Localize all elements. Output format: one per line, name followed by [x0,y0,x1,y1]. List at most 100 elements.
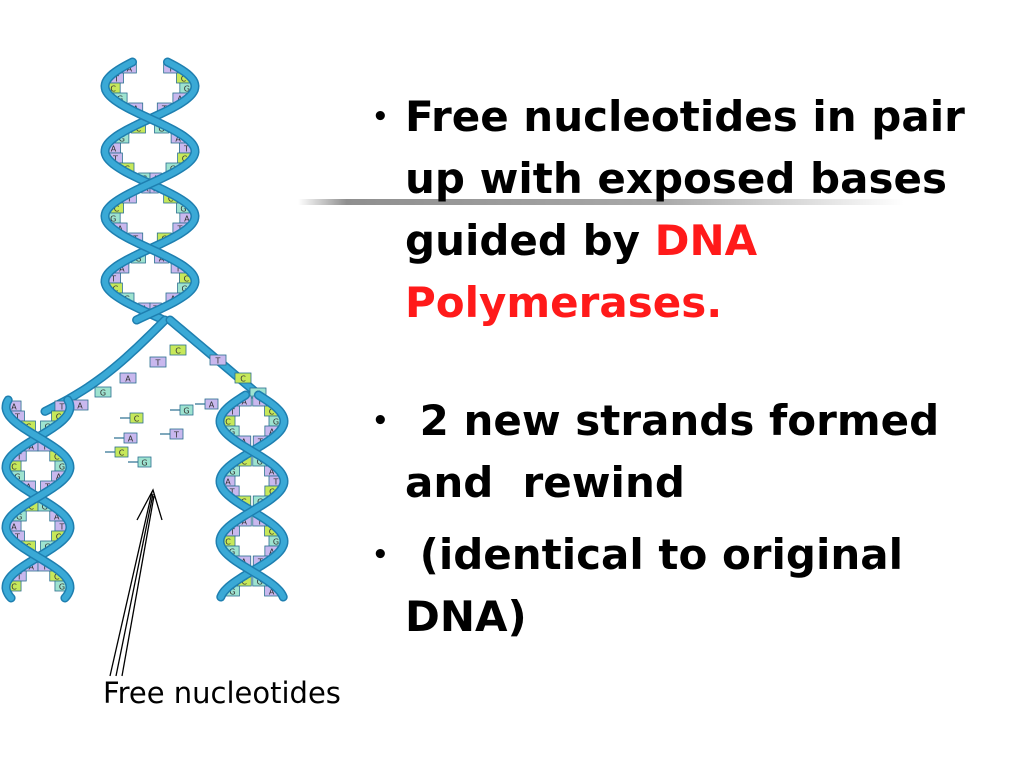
base-block [234,372,252,384]
base-letter: T [155,359,161,368]
base-letter: A [11,403,17,412]
base-letter: T [175,265,181,274]
base-letter: T [41,563,47,572]
base-letter: A [56,473,62,482]
base-letter: G [273,538,279,547]
base-letter: A [127,65,133,74]
base-letter: T [273,478,279,487]
base-letter: C [113,285,119,294]
bullet-item: • (identical to original DNA) [372,524,1022,648]
base-letter: C [225,538,231,547]
base-letter: C [11,463,17,472]
base-letter: A [269,588,275,597]
bullet-text: Free nucleotides in pair up with exposed… [405,92,965,265]
bullet-highlight: DNA Polymerases. [405,216,758,327]
base-letter: C [168,195,174,204]
base-letter: A [209,401,215,410]
bullet-marker: • [372,540,389,570]
base-letter: A [269,548,275,557]
base-letter: G [273,418,279,427]
base-letter: C [241,578,247,587]
bullet-item: • 2 new strands formed and rewind [372,390,1022,514]
dna-backbone [2,397,74,601]
base-letter: C [54,573,60,582]
base-letter: T [59,403,65,412]
base-letter: T [126,195,132,204]
base-letter: G [100,389,106,398]
base-letter: T [229,528,235,537]
base-letter: A [225,478,231,487]
base-letter: G [14,473,20,482]
base-letter: C [241,458,247,467]
base-letter: C [114,205,120,214]
base-letter: C [175,347,181,356]
base-letter: G [229,548,235,557]
base-letter: A [269,428,275,437]
base-letter: T [59,523,65,532]
base-letter: G [42,503,48,512]
arrowhead-icon [136,488,163,521]
dna-backbone [216,392,288,600]
base-letter: T [256,518,262,527]
arrow-line [121,495,155,677]
base-letter: G [257,578,263,587]
base-letter: A [242,398,248,407]
base-block [204,398,219,410]
base-letter: T [113,75,119,84]
base-letter: C [56,533,62,542]
base-letter: G [183,407,189,416]
base-letter: A [119,265,125,274]
base-letter: T [229,408,235,417]
base-letter: T [110,275,116,284]
base-letter: G [182,285,188,294]
base-letter: C [225,418,231,427]
base-letter: A [128,435,134,444]
base-letter: A [184,215,190,224]
base-letter: A [29,563,35,572]
base-block [119,372,137,384]
base-block [149,356,167,368]
bullet-marker: • [372,102,389,132]
arrow-line [115,493,154,677]
base-letter: G [59,583,65,592]
bullet-item: • Free nucleotides in pair up with expos… [372,86,1022,334]
base-letter: C [184,275,190,284]
base-letter: A [77,402,83,411]
base-letter: A [242,518,248,527]
base-letter: G [229,468,235,477]
arrow-line [109,491,153,677]
base-letter: A [125,375,131,384]
base-block [123,432,138,444]
base-letter: C [119,449,125,458]
base-block [94,386,112,398]
base-block [169,344,187,356]
base-letter: G [141,459,147,468]
base-letter: C [240,375,246,384]
base-letter: G [119,135,125,144]
bullet-list: • Free nucleotides in pair up with expos… [372,86,1022,648]
base-block [129,412,144,424]
base-letter: T [229,488,235,497]
base-letter: A [269,468,275,477]
base-letter: T [112,155,118,164]
base-letter: A [11,523,17,532]
base-letter: T [16,453,22,462]
base-letter: A [54,513,60,522]
base-letter: C [269,528,275,537]
dna-backbone [101,59,199,323]
base-letter: T [41,443,47,452]
base-letter: G [229,428,235,437]
base-letter: C [136,125,142,134]
base-letter: A [111,145,117,154]
base-letter: C [269,408,275,417]
base-letter: G [110,215,116,224]
base-letter: C [11,583,17,592]
base-letter: G [229,588,235,597]
base-letter: T [14,413,20,422]
base-block [209,354,227,366]
base-letter: A [175,135,181,144]
base-letter: C [181,75,187,84]
base-letter: T [256,398,262,407]
